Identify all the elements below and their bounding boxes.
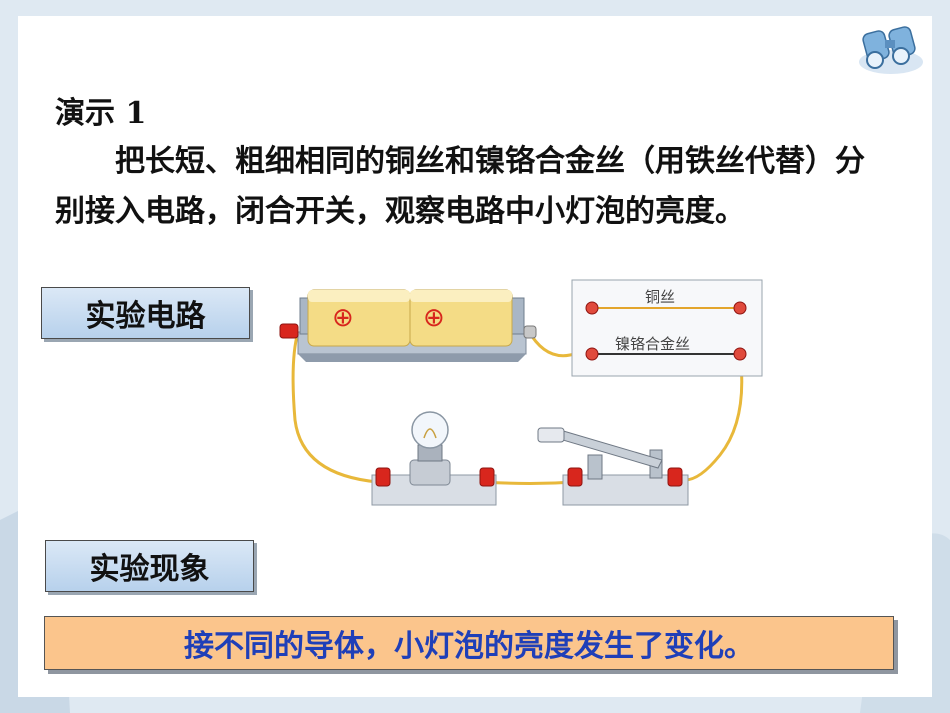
battery-terminal-right xyxy=(523,325,537,339)
battery-terminal-left xyxy=(279,323,299,339)
battery-positive-symbol-1: ⊕ xyxy=(332,303,354,333)
result-statement: 接不同的导体，小灯泡的亮度发生了变化。 xyxy=(44,616,894,670)
demo-description: 把长短、粗细相同的铜丝和镍铬合金丝（用铁丝代替）分别接入电路，闭合开关，观察电路… xyxy=(55,144,865,229)
experiment-phenomenon-label: 实验现象 xyxy=(45,540,254,592)
lamp xyxy=(371,411,497,506)
battery-positive-symbol-2: ⊕ xyxy=(423,303,445,333)
nichrome-wire-label: 镍铬合金丝 xyxy=(615,335,690,353)
knife-switch xyxy=(537,427,689,506)
experiment-circuit-label: 实验电路 xyxy=(41,287,250,339)
copper-wire-label: 铜丝 xyxy=(645,288,675,306)
wire-board xyxy=(571,279,763,377)
battery-cells xyxy=(307,289,513,347)
circuit-diagram: ⊕ ⊕ 铜丝 镍铬合金丝 xyxy=(279,279,763,506)
demo-title: 演示 1 xyxy=(55,96,147,131)
binoculars-icon xyxy=(859,26,923,74)
